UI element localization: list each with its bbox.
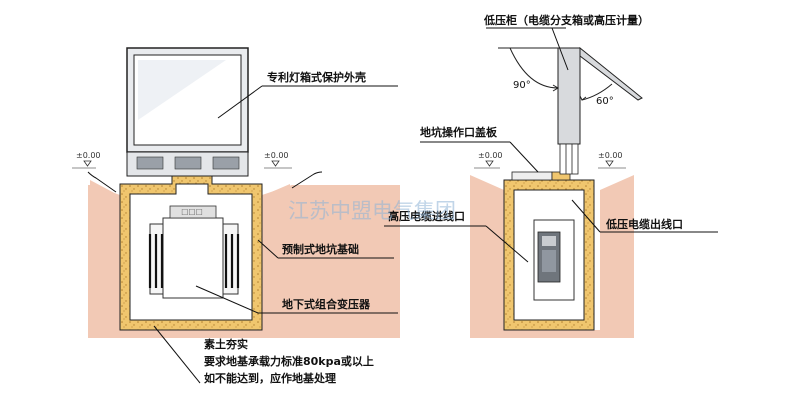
right-transformer: [533, 219, 575, 301]
svg-text:±0.00: ±0.00: [478, 151, 503, 160]
label-lv-cabinet: 低压柜（电缆分支箱或高压计量）: [483, 13, 649, 27]
soil-right: [470, 175, 634, 338]
label-soil-note-3: 如不能达到，应作地基处理: [204, 371, 336, 385]
soil-left: [88, 185, 400, 338]
right-assembly: 90° 60° ±0.00 ±0.00 低压柜（电缆分支箱或高压计量） 地坑操作…: [384, 13, 718, 338]
label-pit-cover: 地坑操作口盖板: [420, 125, 498, 139]
svg-text:±0.00: ±0.00: [598, 151, 623, 160]
underground-transformer: ☐☐☐: [148, 205, 240, 299]
ground-level-mark-4: ±0.00: [598, 151, 626, 169]
ground-level-mark-1: ±0.00: [72, 151, 101, 169]
left-assembly: ☐☐☐ ±0.00 ±0.00 专利灯箱式保护外壳 预制式地坑基础 地下式组合变…: [72, 47, 400, 385]
ground-level-mark-3: ±0.00: [474, 151, 503, 169]
svg-text:☐☐☐: ☐☐☐: [181, 208, 203, 217]
label-lv-cable-out: 低压电缆出线口: [605, 217, 683, 231]
label-angle-90: 90°: [513, 80, 531, 91]
label-lightbox-shell: 专利灯箱式保护外壳: [267, 70, 366, 84]
label-underground-transformer: 地下式组合变压器: [282, 297, 371, 311]
label-soil-note-1: 素土夯实: [204, 337, 248, 351]
pit-cover-plate: [511, 171, 553, 181]
lightbox-shell: [126, 47, 249, 177]
label-soil-note-2: 要求地基承载力标准80kpa或以上: [204, 354, 374, 368]
precast-pit-base: [119, 171, 263, 331]
watermark: 江苏中盟电气集团: [288, 199, 456, 223]
svg-text:±0.00: ±0.00: [76, 151, 101, 160]
label-hv-cable-in: 高压电缆进线口: [388, 209, 465, 223]
lv-cabinet: [557, 46, 643, 175]
label-precast-pit-base: 预制式地坑基础: [282, 242, 359, 256]
svg-text:±0.00: ±0.00: [264, 151, 289, 160]
ground-level-mark-2: ±0.00: [264, 151, 292, 169]
label-angle-60: 60°: [596, 96, 614, 107]
